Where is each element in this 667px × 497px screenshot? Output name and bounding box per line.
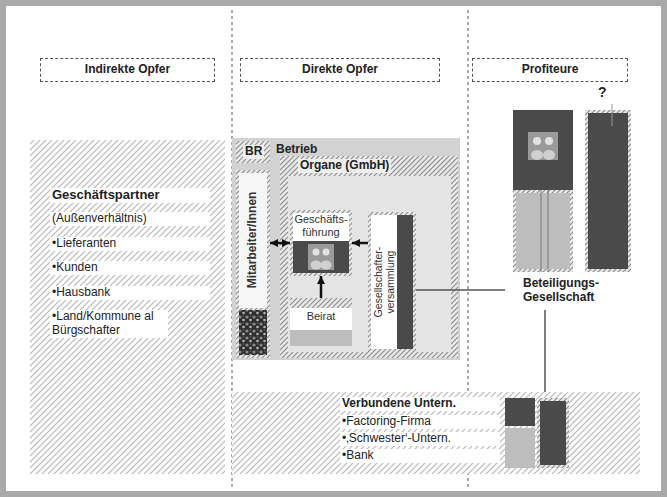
management-inner bbox=[293, 213, 349, 241]
node-label: Direkte Opfer bbox=[241, 63, 439, 77]
organs-area bbox=[280, 156, 458, 358]
management-box: Geschäfts- führung bbox=[290, 210, 352, 276]
board-box bbox=[290, 298, 352, 346]
node-label: Profiteure bbox=[473, 63, 627, 77]
node-label: •‚Schwester‘-Untern. bbox=[340, 432, 500, 446]
node-label: Beirat bbox=[290, 310, 352, 323]
works-council-box: BR bbox=[236, 141, 270, 163]
hatched-band bbox=[232, 392, 640, 474]
question-mark: ? bbox=[598, 84, 607, 100]
node-label: Verbundene Untern. bbox=[340, 397, 500, 411]
shareholders-box bbox=[368, 212, 416, 352]
affiliate-box bbox=[505, 428, 535, 468]
node-label: Organe (GmbH) bbox=[298, 159, 391, 173]
people-icon bbox=[308, 244, 334, 270]
hatched-region bbox=[30, 140, 225, 474]
board-box: Beirat bbox=[290, 298, 352, 346]
works-council-box bbox=[236, 141, 270, 163]
investor-box bbox=[513, 190, 573, 272]
shareholders-box: Gesellschafter- versammlung bbox=[368, 212, 416, 352]
node-label: (Außenverhältnis) bbox=[50, 212, 210, 226]
node-label: Gesellschafter- versammlung bbox=[372, 218, 396, 346]
node-label: Geschäfts- führung bbox=[293, 213, 349, 238]
node-label: BR bbox=[243, 145, 264, 159]
node-label: •Kunden bbox=[50, 261, 210, 275]
organs-inner bbox=[288, 176, 451, 352]
frame bbox=[3, 3, 664, 494]
board-inner bbox=[290, 308, 352, 330]
node-label: Beteiligungs- Gesellschaft bbox=[523, 277, 628, 305]
shareholders-dark bbox=[397, 215, 413, 349]
affiliate-box bbox=[505, 398, 535, 426]
company-area: Betrieb BR Mitarbeiter/Innen Organe (GmbH) G… bbox=[232, 138, 460, 360]
people-icon bbox=[528, 132, 558, 160]
node-label: •Land/Kommune al Bürgschafter bbox=[50, 310, 168, 338]
node-label: •Factoring-Firma bbox=[340, 415, 500, 429]
connector-line bbox=[416, 289, 505, 291]
node-label: Geschäftspartner bbox=[50, 188, 210, 203]
connector-line bbox=[544, 310, 546, 392]
arrow bbox=[320, 276, 323, 298]
wire bbox=[548, 190, 549, 272]
partner-region: Geschäftspartner (Außenverhältnis) •Liefer… bbox=[30, 140, 225, 474]
node-label: •Bank bbox=[340, 449, 500, 463]
node-label: Indirekte Opfer bbox=[41, 63, 214, 77]
affiliates-band: Verbundene Untern. •Factoring-Firma •‚Schw… bbox=[232, 392, 640, 474]
node-label: •Lieferanten bbox=[50, 237, 210, 251]
investor-box bbox=[513, 110, 573, 190]
investor-box bbox=[585, 110, 631, 272]
staff-inner bbox=[239, 173, 267, 308]
investor-inner bbox=[516, 193, 570, 269]
leader-line bbox=[612, 104, 613, 126]
investor-inner bbox=[588, 113, 628, 269]
shareholders-inner bbox=[371, 215, 397, 349]
wire bbox=[541, 190, 542, 272]
staff-box bbox=[236, 170, 270, 358]
management-dark bbox=[293, 241, 349, 273]
column-header: Direkte Opfer bbox=[240, 58, 440, 82]
management-box bbox=[290, 210, 352, 276]
staff-box: Mitarbeiter/Innen bbox=[236, 170, 270, 358]
organs-area: Organe (GmbH) Geschäfts- führungBeirat Ges… bbox=[280, 156, 458, 358]
company-area bbox=[232, 138, 460, 360]
node-label: •Hausbank bbox=[50, 286, 210, 300]
column-header: Profiteure bbox=[472, 58, 628, 82]
affiliate-box bbox=[537, 398, 569, 468]
staff-photo bbox=[239, 310, 267, 355]
investor-group: Beteiligungs- Gesellschaft bbox=[505, 100, 633, 310]
arrow bbox=[352, 242, 368, 245]
affiliate-inner bbox=[540, 401, 566, 465]
arrow bbox=[270, 242, 290, 245]
column-header: Indirekte Opfer bbox=[40, 58, 215, 82]
node-label: Mitarbeiter/Innen bbox=[246, 175, 260, 305]
node-label: Betrieb bbox=[276, 143, 356, 157]
board-hatch bbox=[290, 298, 352, 308]
